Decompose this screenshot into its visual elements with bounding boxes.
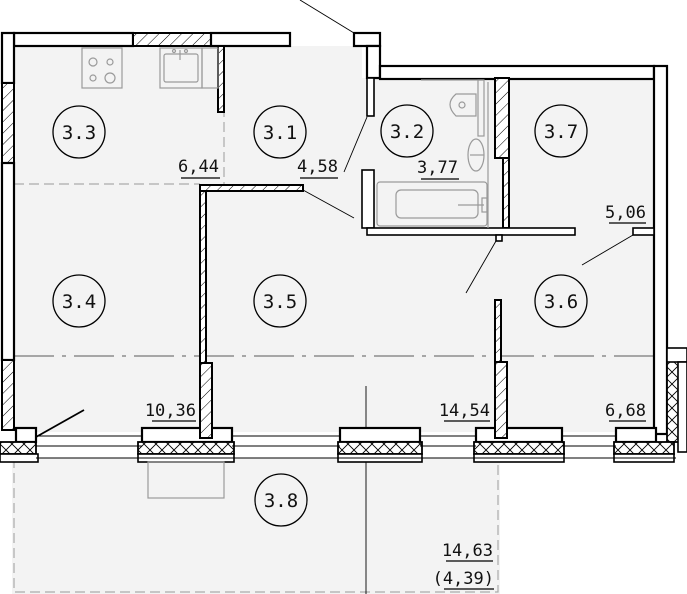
svg-text:3.2: 3.2 (390, 121, 424, 143)
bathtub-icon (376, 82, 489, 228)
svg-text:6,68: 6,68 (605, 401, 646, 421)
area-3-7: 5,06 (605, 203, 646, 224)
area-3-3: 6,44 (178, 157, 220, 179)
svg-text:6,44: 6,44 (178, 157, 219, 177)
balcony-fixture (147, 461, 225, 499)
fixtures (81, 47, 489, 499)
exterior-walls (0, 31, 687, 453)
room-label-3-7: 3.7 (534, 104, 588, 158)
svg-text:3.3: 3.3 (62, 122, 96, 144)
balcony-outline (13, 458, 499, 593)
washbasin-icon (467, 138, 485, 172)
svg-text:3.8: 3.8 (264, 490, 298, 512)
svg-text:14,63: 14,63 (442, 541, 493, 561)
room-label-3-8: 3.8 (254, 473, 308, 527)
area-3-8: 14,63 (4,39) (433, 541, 494, 590)
svg-text:4,58: 4,58 (297, 157, 338, 177)
leader-line (299, 0, 355, 34)
room-label-3-5: 3.5 (253, 274, 307, 328)
kitchen-sink-icon (159, 47, 219, 89)
svg-text:5,06: 5,06 (605, 203, 646, 223)
svg-text:14,54: 14,54 (439, 401, 490, 421)
area-3-4: 10,36 (145, 401, 196, 422)
interior-walls (199, 45, 655, 439)
svg-text:10,36: 10,36 (145, 401, 196, 421)
toilet-icon (421, 79, 485, 137)
room-label-3-6: 3.6 (534, 274, 588, 328)
room-label-3-1: 3.1 (253, 105, 307, 159)
svg-text:(4,39): (4,39) (433, 569, 494, 589)
area-3-2: 3,77 (417, 158, 459, 180)
stove-icon (81, 47, 123, 89)
svg-text:3.6: 3.6 (544, 291, 578, 313)
svg-text:3.1: 3.1 (263, 122, 297, 144)
area-3-1: 4,58 (297, 157, 338, 179)
room-label-3-3: 3.3 (52, 105, 106, 159)
area-3-5: 14,54 (439, 401, 490, 422)
room-label-3-2: 3.2 (380, 104, 434, 158)
room-label-3-4: 3.4 (52, 274, 106, 328)
svg-text:3.7: 3.7 (544, 121, 578, 143)
area-3-6: 6,68 (605, 401, 646, 422)
svg-text:3.4: 3.4 (62, 291, 96, 313)
door-swing (35, 409, 85, 438)
floor-areas (12, 46, 654, 594)
svg-text:3,77: 3,77 (417, 158, 458, 178)
svg-text:3.5: 3.5 (263, 291, 297, 313)
